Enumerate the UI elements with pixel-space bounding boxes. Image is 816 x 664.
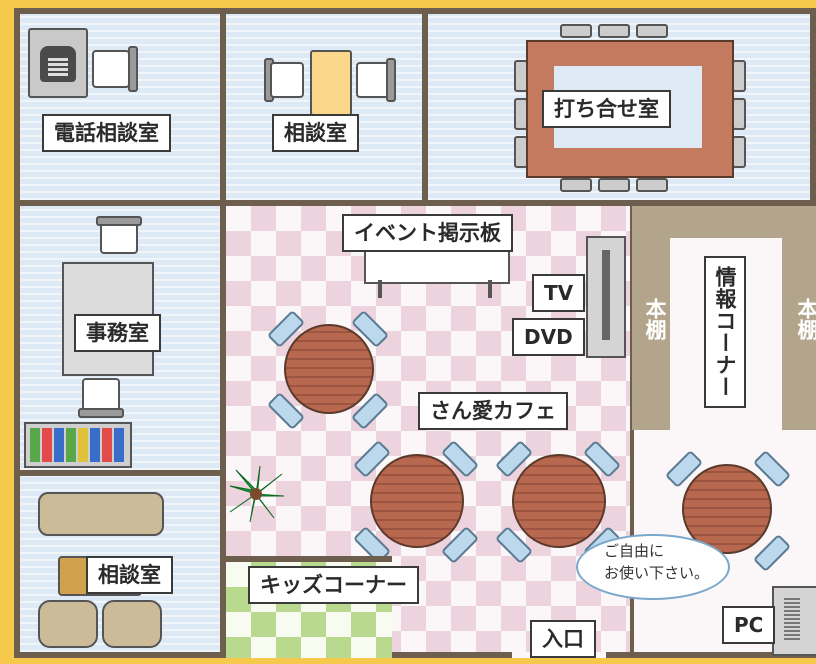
chair xyxy=(636,24,668,38)
chair xyxy=(270,62,304,98)
chair xyxy=(598,178,630,192)
consultation-room-label: 相談室 xyxy=(86,556,173,594)
bubble-line-1: ご自由に xyxy=(604,542,665,560)
consultation-room-label: 相談室 xyxy=(272,114,359,152)
chair xyxy=(560,178,592,192)
event-board-leg xyxy=(378,280,382,298)
chair xyxy=(560,24,592,38)
telephone-icon xyxy=(28,28,88,98)
armchair xyxy=(38,600,98,648)
entrance-label: 入口 xyxy=(530,620,596,658)
office-room-label: 事務室 xyxy=(74,314,161,352)
tv-label: TV xyxy=(532,274,586,312)
event-board-leg xyxy=(488,280,492,298)
tv-stand xyxy=(586,236,626,358)
chair xyxy=(732,136,746,168)
kids-corner-label: キッズコーナー xyxy=(248,566,419,604)
chair xyxy=(356,62,390,98)
speech-bubble: ご自由に お使い下さい。 xyxy=(576,534,730,600)
info-corner-label: 情報コーナー xyxy=(704,256,746,408)
cafe-table xyxy=(284,324,374,414)
chair xyxy=(732,60,746,92)
dvd-label: DVD xyxy=(512,318,585,356)
floor-plan: 電話相談室 相談室 打ち合せ室 xyxy=(14,8,816,658)
pc-label: PC xyxy=(722,606,776,644)
cafe-table xyxy=(512,454,606,548)
chair xyxy=(732,98,746,130)
phone-consultation-room-label: 電話相談室 xyxy=(42,114,171,152)
chair xyxy=(82,378,120,412)
consultation-room-top xyxy=(226,14,422,200)
phone-consultation-room xyxy=(20,14,220,200)
chair-back xyxy=(96,216,142,226)
chair xyxy=(92,50,130,88)
sofa xyxy=(38,492,164,536)
bookshelf-binders xyxy=(24,422,132,468)
chair-back xyxy=(78,408,124,418)
desk xyxy=(310,50,352,116)
plant-icon xyxy=(229,465,285,523)
tv-screen xyxy=(602,250,610,340)
bookshelf-right-label: 本棚 xyxy=(795,298,816,340)
event-board-label: イベント掲示板 xyxy=(342,214,513,252)
bookshelf-left-label: 本棚 xyxy=(643,298,667,340)
bubble-line-2: お使い下さい。 xyxy=(604,564,710,582)
chair xyxy=(598,24,630,38)
chair xyxy=(636,178,668,192)
cafe-table xyxy=(370,454,464,548)
chair-back xyxy=(386,58,396,102)
armchair xyxy=(102,600,162,648)
pc-icon xyxy=(772,586,816,656)
cafe-label: さん愛カフェ xyxy=(418,392,568,430)
chair-back xyxy=(128,46,138,92)
meeting-room-label: 打ち合せ室 xyxy=(542,90,671,128)
